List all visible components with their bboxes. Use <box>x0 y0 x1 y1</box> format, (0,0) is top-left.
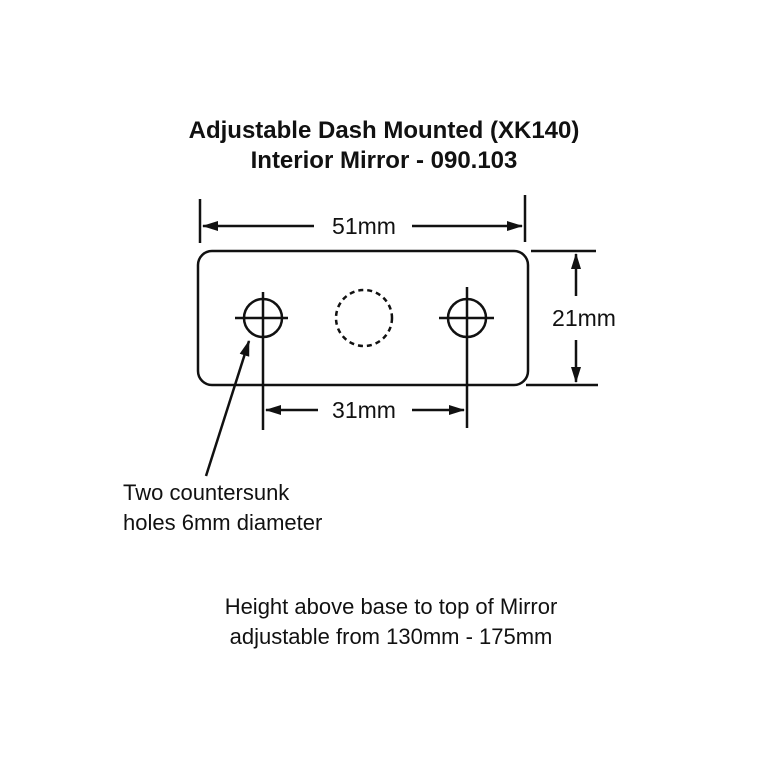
countersunk-hole-left <box>235 292 288 430</box>
footer-line-2: adjustable from 130mm - 175mm <box>230 624 553 649</box>
hole-spacing-label: 31mm <box>332 397 396 423</box>
base-plate-outline <box>196 249 530 387</box>
callout-leader-arrow <box>204 340 251 477</box>
width-label: 51mm <box>332 213 396 239</box>
callout-line-2: holes 6mm diameter <box>123 510 322 535</box>
countersunk-hole-right <box>439 287 494 428</box>
footer-line-1: Height above base to top of Mirror <box>225 594 558 619</box>
callout-line-1: Two countersunk <box>123 480 290 505</box>
height-dimension: 21mm <box>526 249 616 387</box>
title-line-1: Adjustable Dash Mounted (XK140) <box>189 117 580 144</box>
hole-spacing-dimension: 31mm <box>265 397 465 423</box>
width-dimension: 51mm <box>198 195 527 243</box>
center-hole-dashed <box>334 288 394 348</box>
title-line-2: Interior Mirror - 090.103 <box>251 147 518 174</box>
height-label: 21mm <box>552 305 616 331</box>
